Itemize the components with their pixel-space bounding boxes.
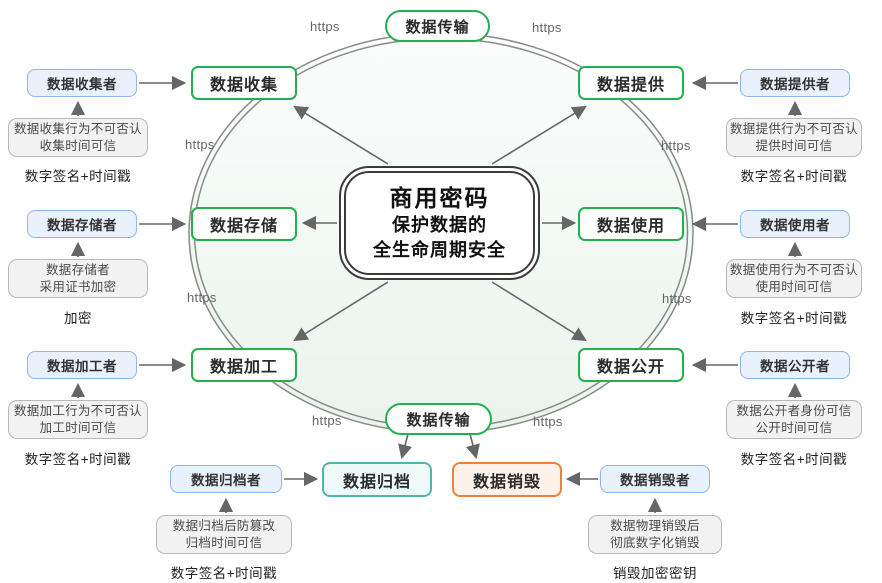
https-label-top-right: https — [532, 20, 562, 35]
node-data-use: 数据使用 — [578, 207, 684, 241]
note-storer-line2: 采用证书加密 — [39, 279, 117, 294]
actor-data-provider: 数据提供者 — [740, 69, 850, 97]
measure-user: 数字签名+时间戳 — [740, 311, 848, 326]
actor-data-storer: 数据存储者 — [27, 210, 137, 238]
note-destroyer-line2: 彻底数字化销毁 — [610, 535, 700, 550]
note-publisher: 数据公开者身份可信 公开时间可信 — [726, 400, 862, 439]
note-processor-line1: 数据加工行为不可否认 — [13, 403, 142, 418]
center-arrows — [293, 105, 587, 342]
note-user: 数据使用行为不可否认 使用时间可信 — [726, 259, 862, 298]
actor-data-user: 数据使用者 — [740, 210, 850, 238]
note-destroyer-line1: 数据物理销毁后 — [610, 518, 700, 533]
measure-publisher: 数字签名+时间戳 — [740, 452, 848, 467]
center-subtitle-1: 保护数据的 — [392, 215, 487, 235]
note-collector-line2: 收集时间可信 — [39, 138, 117, 153]
actor-arrows — [139, 75, 738, 487]
measure-processor: 数字签名+时间戳 — [24, 452, 132, 467]
actor-data-processor: 数据加工者 — [27, 351, 137, 379]
note-archiver-line2: 归档时间可信 — [185, 535, 263, 550]
note-user-line2: 使用时间可信 — [755, 279, 833, 294]
note-provider-line2: 提供时间可信 — [755, 138, 833, 153]
node-data-destroy: 数据销毁 — [452, 462, 562, 497]
measure-storer: 加密 — [64, 311, 92, 326]
note-provider-line1: 数据提供行为不可否认 — [729, 121, 858, 136]
note-processor: 数据加工行为不可否认 加工时间可信 — [8, 400, 148, 439]
note-user-line1: 数据使用行为不可否认 — [729, 262, 858, 277]
note-collector: 数据收集行为不可否认 收集时间可信 — [8, 118, 148, 157]
https-label-bottom-right: https — [533, 414, 563, 429]
node-data-provide: 数据提供 — [578, 66, 684, 100]
center-box: 商用密码 保护数据的 全生命周期安全 — [339, 166, 540, 280]
note-publisher-line2: 公开时间可信 — [755, 420, 833, 435]
node-data-collect: 数据收集 — [191, 66, 297, 100]
https-label-lower-left: https — [187, 290, 217, 305]
transmission-arrows — [398, 433, 480, 460]
measure-provider: 数字签名+时间戳 — [740, 169, 848, 184]
node-data-publish: 数据公开 — [578, 348, 684, 382]
actor-data-destroyer: 数据销毁者 — [600, 465, 710, 493]
node-transmission-top: 数据传输 — [385, 10, 490, 42]
https-label-lower-right: https — [662, 291, 692, 306]
note-publisher-line1: 数据公开者身份可信 — [736, 403, 852, 418]
node-data-process: 数据加工 — [191, 348, 297, 382]
https-label-upper-right: https — [661, 138, 691, 153]
actor-data-publisher: 数据公开者 — [740, 351, 850, 379]
note-archiver: 数据归档后防篡改 归档时间可信 — [156, 515, 292, 554]
note-destroyer: 数据物理销毁后 彻底数字化销毁 — [588, 515, 722, 554]
https-label-upper-left: https — [185, 137, 215, 152]
center-title: 商用密码 — [389, 185, 490, 211]
https-label-top-left: https — [310, 19, 340, 34]
note-storer-line1: 数据存储者 — [45, 262, 110, 277]
actor-data-archiver: 数据归档者 — [170, 465, 282, 493]
measure-destroyer: 销毁加密密钥 — [613, 566, 697, 581]
node-transmission-bottom: 数据传输 — [385, 403, 492, 435]
node-data-store: 数据存储 — [191, 207, 297, 241]
center-box-inner: 商用密码 保护数据的 全生命周期安全 — [344, 171, 535, 275]
measure-collector: 数字签名+时间戳 — [24, 169, 132, 184]
note-processor-line2: 加工时间可信 — [39, 420, 117, 435]
note-storer: 数据存储者 采用证书加密 — [8, 259, 148, 298]
note-provider: 数据提供行为不可否认 提供时间可信 — [726, 118, 862, 157]
note-arrows — [70, 100, 803, 513]
https-label-bottom-left: https — [312, 413, 342, 428]
node-data-archive: 数据归档 — [322, 462, 432, 497]
center-subtitle-2: 全生命周期安全 — [373, 240, 506, 260]
actor-data-collector: 数据收集者 — [27, 69, 137, 97]
note-collector-line1: 数据收集行为不可否认 — [13, 121, 142, 136]
note-archiver-line1: 数据归档后防篡改 — [172, 518, 276, 533]
measure-archiver: 数字签名+时间戳 — [170, 566, 278, 581]
